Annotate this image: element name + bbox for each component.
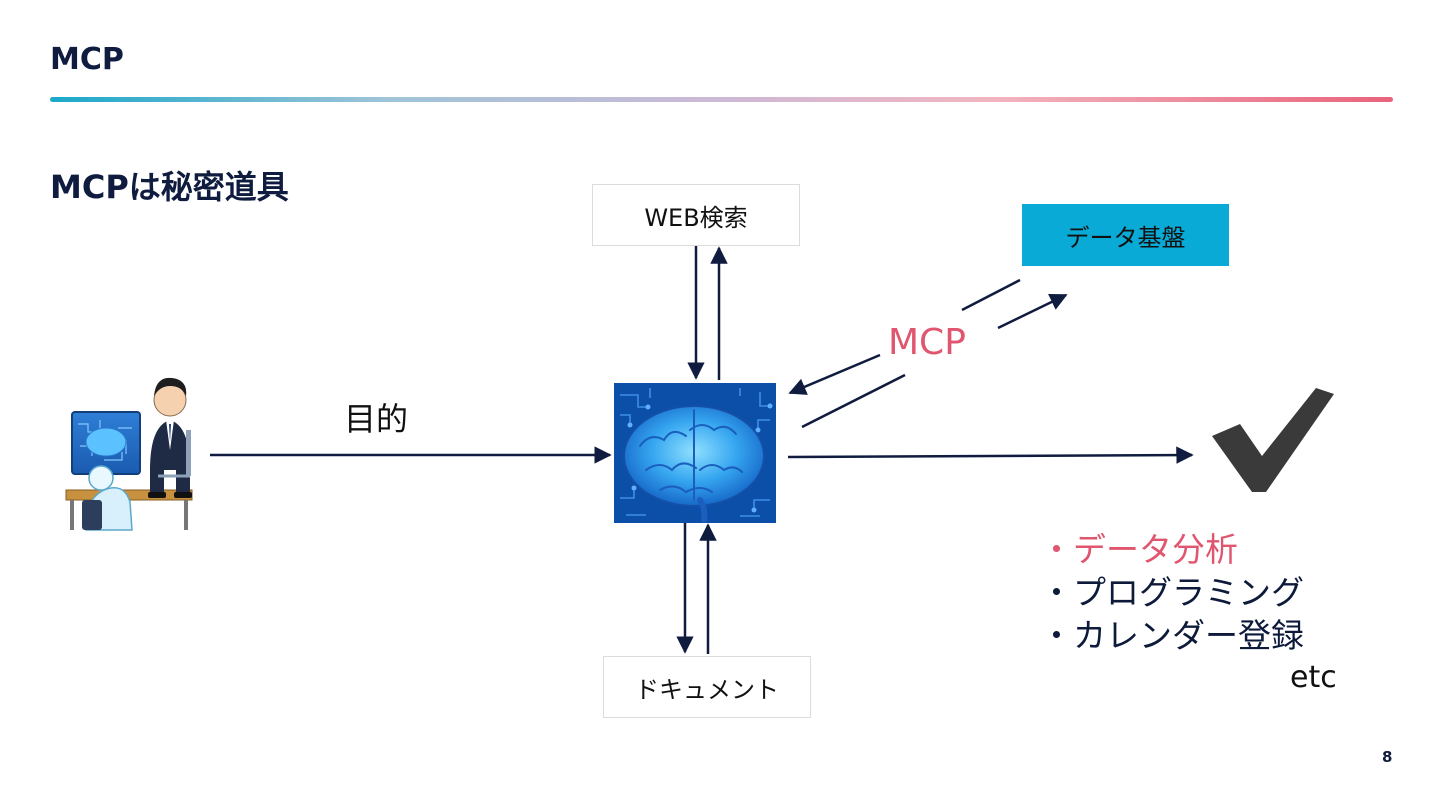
- feature-item-programming: ・プログラミング: [1040, 573, 1304, 612]
- etc-label: etc: [1290, 660, 1337, 695]
- feature-list: ・データ分析 ・プログラミング ・カレンダー登録: [1040, 528, 1304, 657]
- user-at-computer-icon: [65, 377, 193, 531]
- ai-brain-icon: [614, 383, 776, 523]
- feature-item-calendar: ・カレンダー登録: [1040, 616, 1304, 655]
- data-platform-node: データ基盤: [1022, 204, 1229, 266]
- result-arrow: [787, 446, 1194, 464]
- web-search-node: WEB検索: [592, 184, 800, 246]
- title-gradient-rule: [50, 97, 1393, 102]
- checkmark-icon: [1212, 388, 1334, 492]
- mcp-link-arrows: [788, 278, 1068, 429]
- page-number: 8: [1382, 748, 1393, 766]
- feature-item-data-analysis: ・データ分析: [1040, 530, 1238, 569]
- slide-subtitle: MCPは秘密道具: [50, 168, 289, 206]
- slide-title: MCP: [50, 42, 124, 77]
- mcp-label: MCP: [888, 322, 966, 363]
- purpose-label: 目的: [344, 400, 409, 438]
- documents-node: ドキュメント: [603, 656, 811, 718]
